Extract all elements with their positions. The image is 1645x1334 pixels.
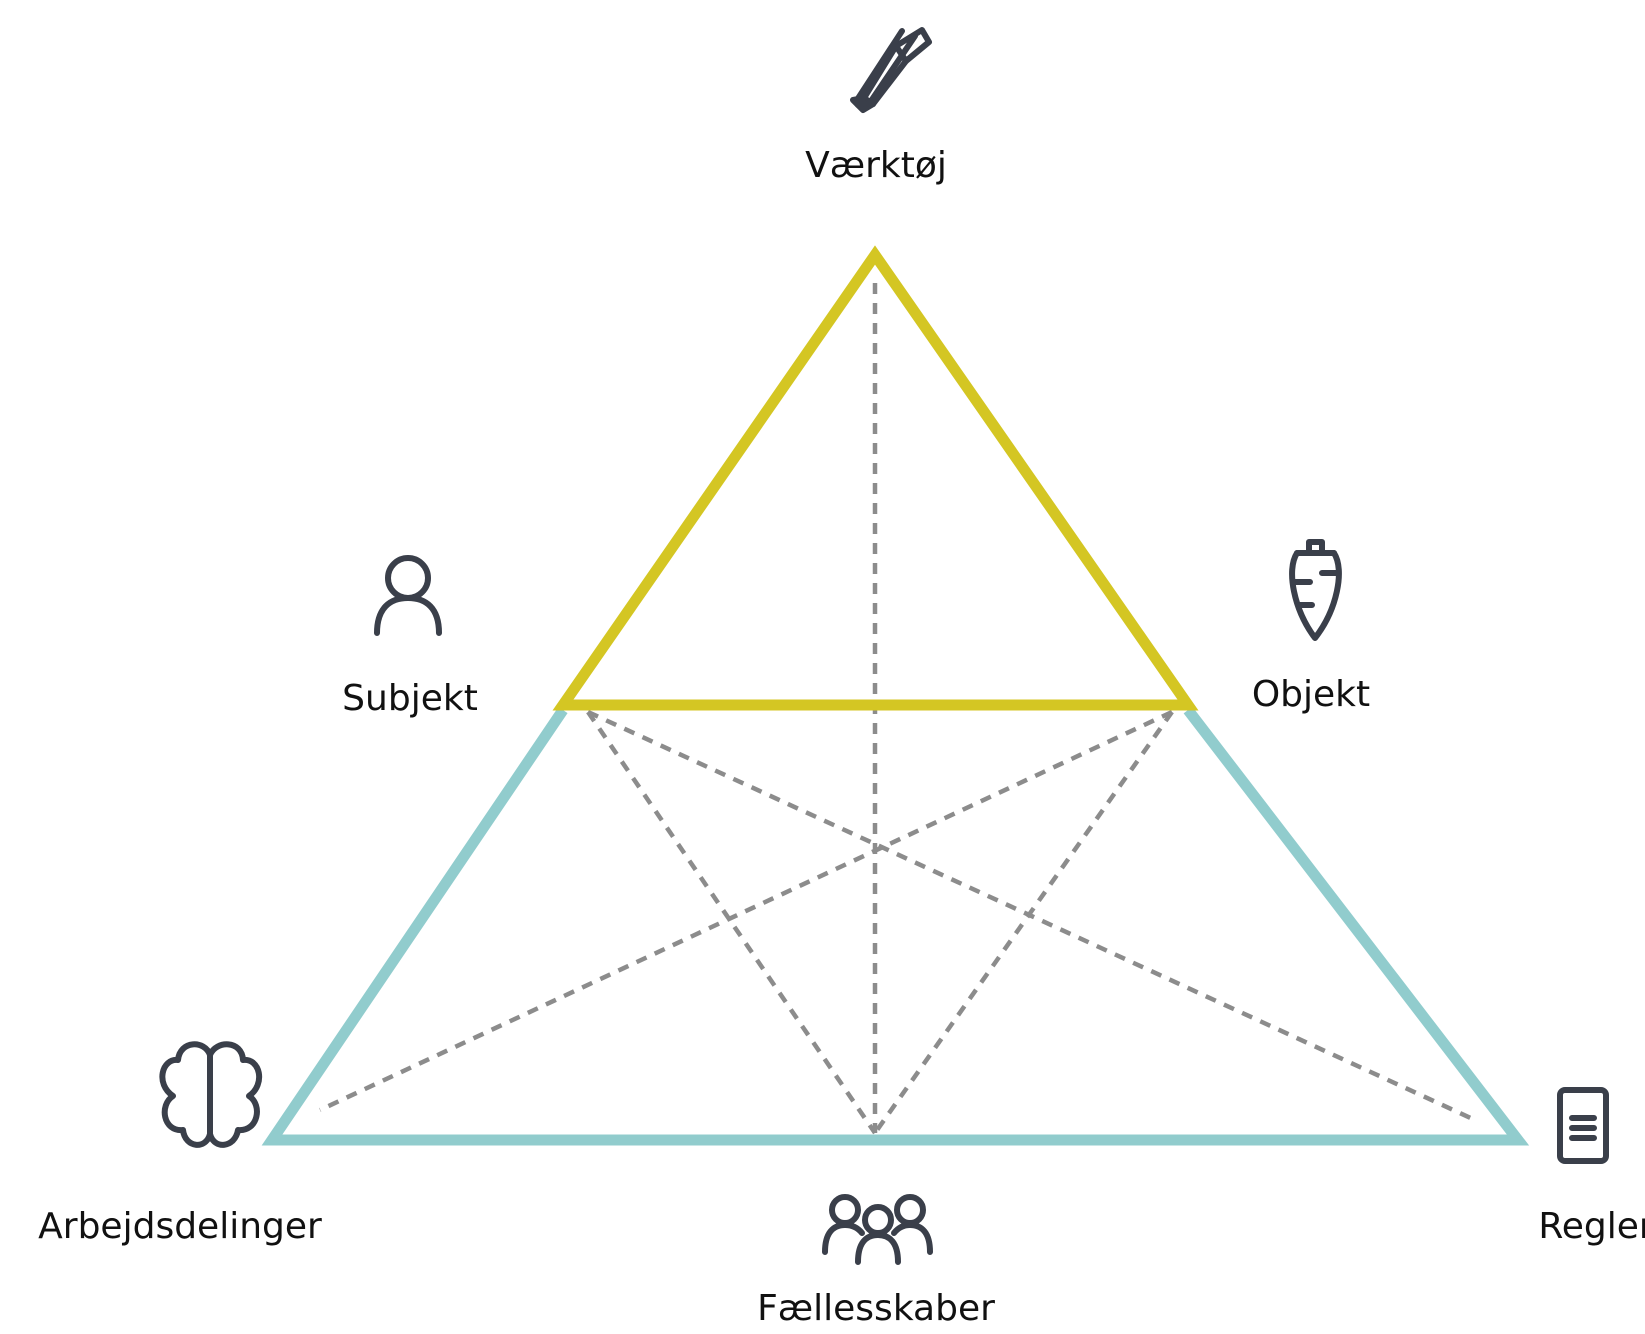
label-tools: Værktøj (805, 145, 947, 186)
dashed-line-subject-community (586, 710, 877, 1135)
upper-triangle (552, 245, 1199, 711)
dashed-line-subject-rules (587, 709, 1476, 1123)
pencil-icon (850, 27, 932, 113)
label-community: Fællesskaber (757, 1288, 995, 1329)
label-rules: Regler (1538, 1206, 1645, 1247)
dashed-line-object-community (873, 710, 1174, 1135)
brain-icon (159, 1041, 263, 1148)
dashed-line-object-division (319, 709, 1173, 1113)
label-subject: Subjekt (342, 678, 478, 719)
document-icon (1557, 1087, 1609, 1164)
label-division: Arbejdsdelinger (38, 1206, 322, 1247)
label-object: Objekt (1252, 674, 1370, 715)
carrot-icon (1289, 539, 1342, 641)
person-icon (374, 555, 442, 636)
group-icon (822, 1194, 933, 1265)
lower-triangle (261, 706, 1530, 1146)
